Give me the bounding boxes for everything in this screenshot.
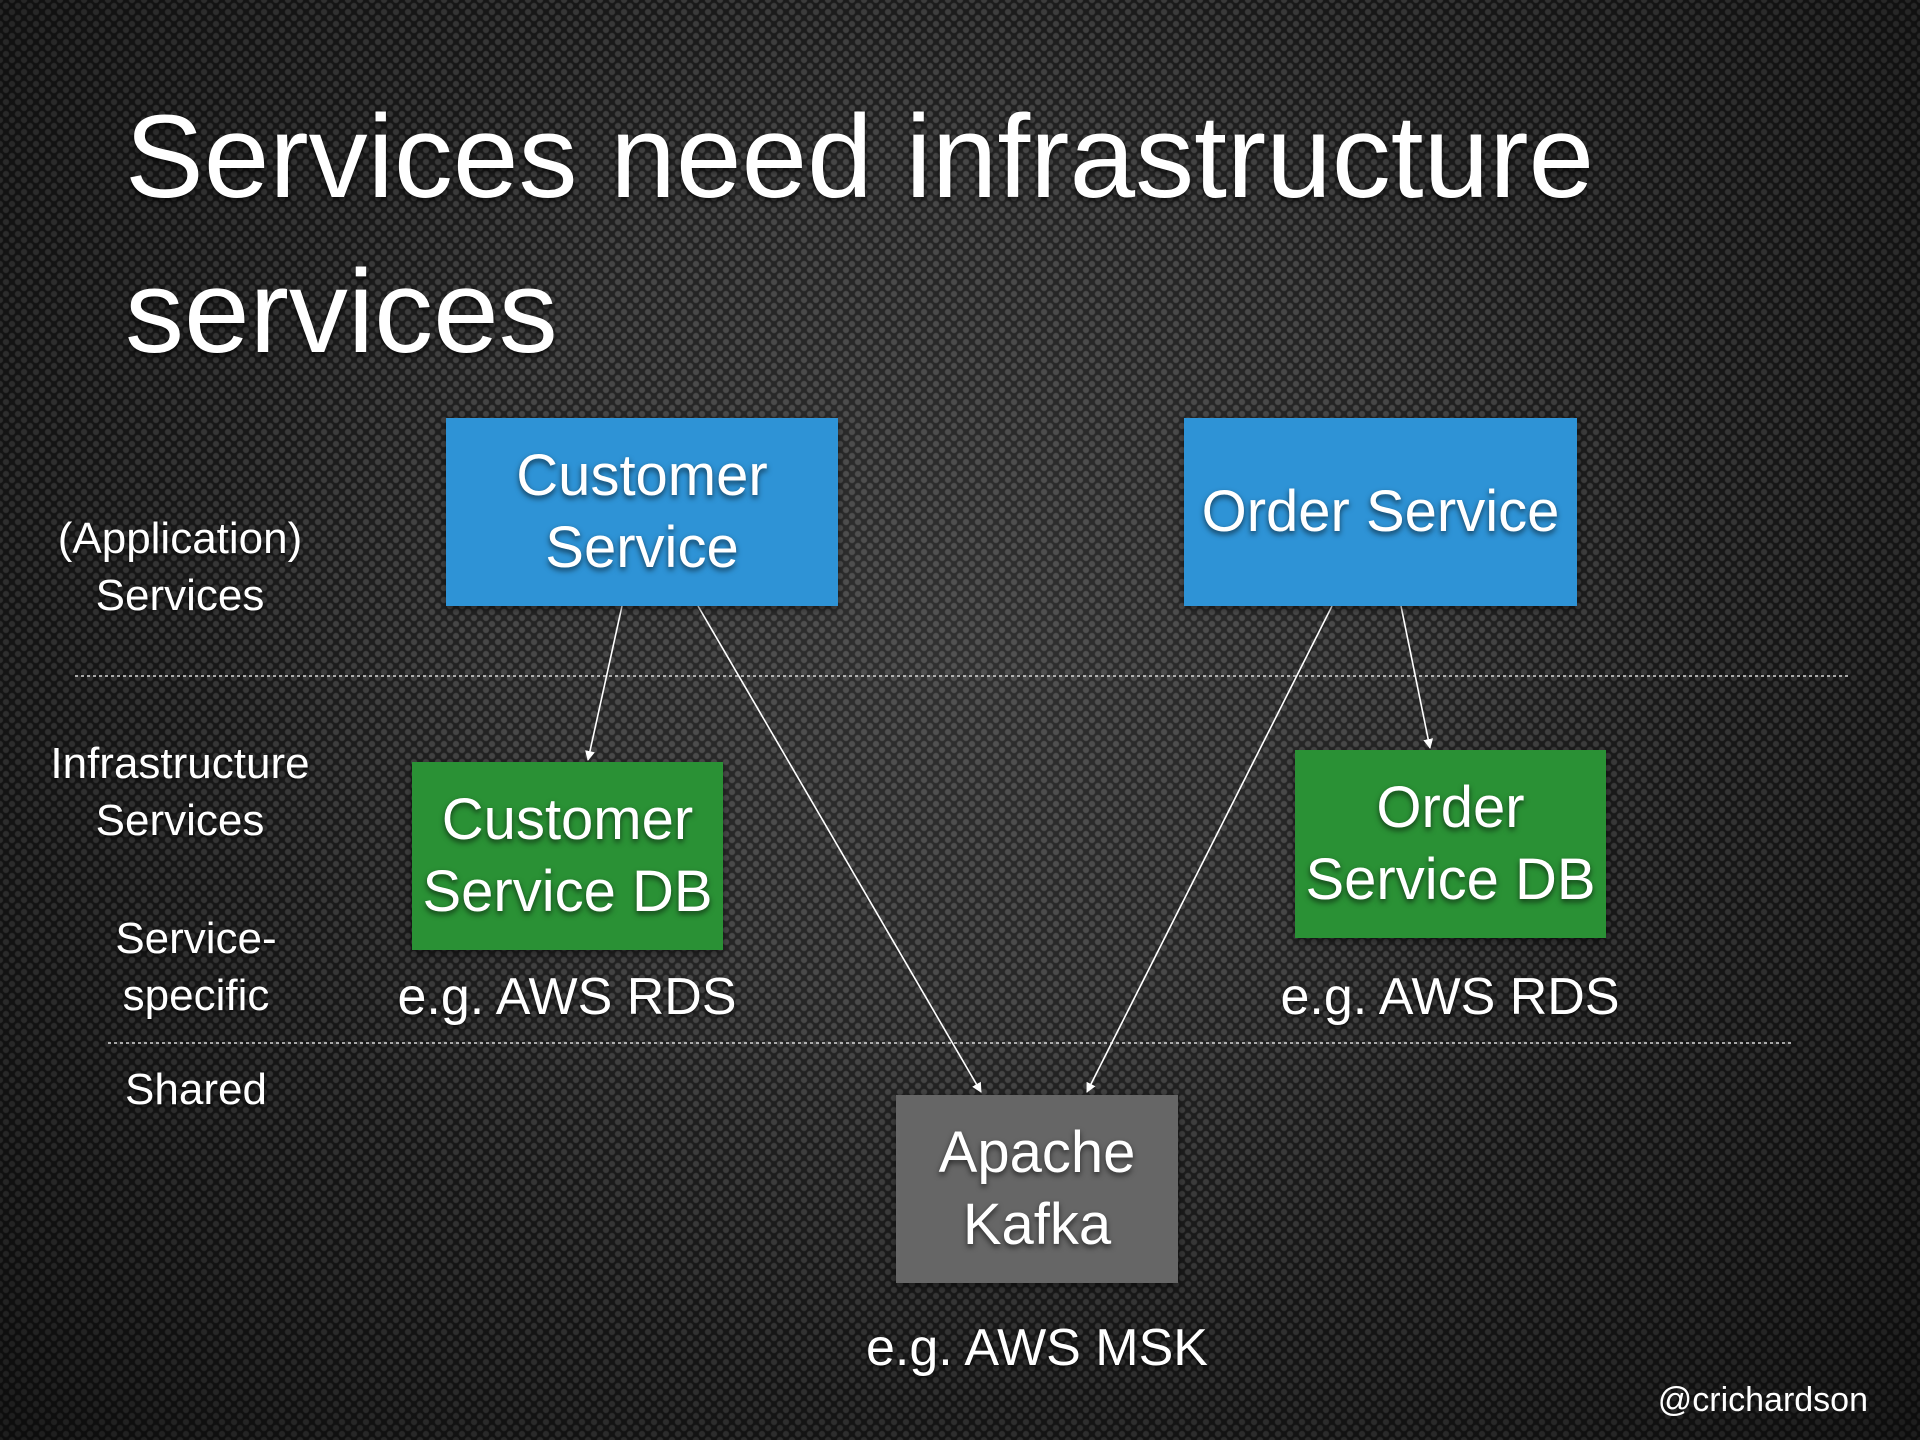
row-label-line: Service-	[115, 914, 277, 963]
caption-kafka-provider: e.g. AWS MSK	[866, 1319, 1208, 1377]
node-customer-service-db: Customer Service DB	[412, 762, 723, 950]
node-label-line: Service DB	[1305, 847, 1596, 912]
node-label-line: Service	[545, 515, 739, 580]
slide-title: Services need infrastructure services	[125, 80, 1825, 390]
slide-title-line: Services need infrastructure	[125, 91, 1595, 223]
row-label-service-specific: Service- specific	[60, 910, 332, 1024]
node-label-line: Apache	[938, 1120, 1136, 1185]
node-apache-kafka: Apache Kafka	[896, 1095, 1178, 1283]
row-label-line: Infrastructure	[50, 739, 310, 788]
author-handle: @crichardson	[1657, 1381, 1868, 1419]
node-label-line: Service DB	[422, 859, 713, 924]
row-label-application-services: (Application) Services	[30, 510, 330, 624]
node-label-line: Customer	[516, 443, 768, 508]
edge-customer-service-to-customer-db	[585, 605, 623, 761]
edge-order-service-to-order-db	[1400, 605, 1434, 749]
row-label-infrastructure-services: Infrastructure Services	[30, 735, 330, 849]
node-order-service-db: Order Service DB	[1295, 750, 1606, 938]
node-label-line: Kafka	[962, 1192, 1112, 1257]
node-label-line: Order Service	[1201, 479, 1560, 544]
caption-order-db-provider: e.g. AWS RDS	[1280, 968, 1620, 1026]
row-label-shared: Shared	[125, 1065, 267, 1114]
row-label-line: (Application)	[57, 514, 303, 563]
node-customer-service: Customer Service	[446, 418, 838, 606]
row-label-line: Services	[95, 571, 265, 620]
node-order-service: Order Service	[1184, 418, 1577, 606]
row-label-line: specific	[122, 971, 270, 1020]
row-label-line: Services	[95, 796, 265, 845]
edge-customer-service-to-kafka	[697, 605, 982, 1093]
caption-customer-db-provider: e.g. AWS RDS	[397, 968, 737, 1026]
node-label-line: Order	[1376, 775, 1525, 840]
slide-title-line: services	[125, 246, 558, 378]
edge-order-service-to-kafka	[1086, 605, 1333, 1093]
node-label-line: Customer	[441, 787, 694, 852]
